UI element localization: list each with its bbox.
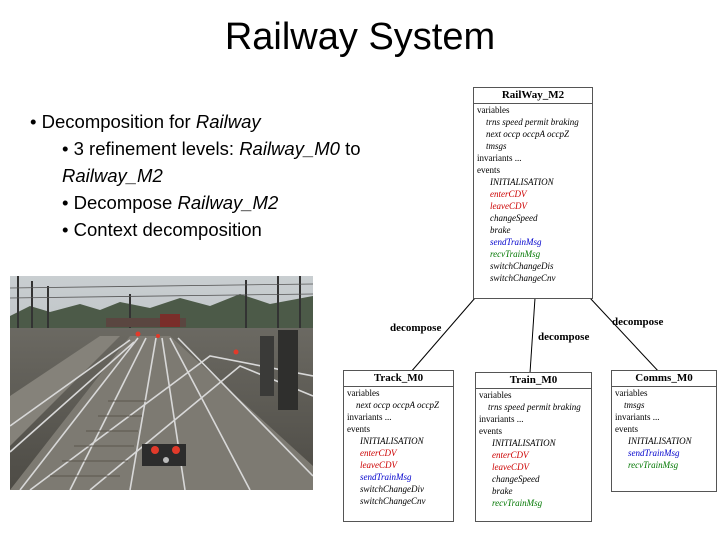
event-item: switchChangeCnv: [490, 273, 556, 283]
events-label: events: [479, 426, 502, 436]
event-item: INITIALISATION: [492, 438, 556, 448]
bullet-text: 3 refinement levels:: [73, 138, 240, 159]
variable-line: trns speed permit braking: [488, 402, 581, 412]
events-label: events: [477, 165, 500, 175]
event-item: enterCDV: [360, 448, 397, 458]
machine-box-train-m0: Train_M0 variables trns speed permit bra…: [475, 372, 592, 522]
bullet-item-2-cont: Railway_M2: [30, 162, 361, 189]
bullet-item-2: • 3 refinement levels: Railway_M0 to: [62, 138, 361, 159]
variable-line: next occp occpA occpZ: [486, 129, 570, 139]
variables-label: variables: [477, 105, 510, 115]
bullet-text: Context decomposition: [73, 219, 262, 240]
slide-title: Railway System: [224, 16, 496, 58]
machine-box-track-m0: Track_M0 variables next occp occpA occpZ…: [343, 370, 454, 522]
bullet-text: to: [339, 138, 361, 159]
event-item: brake: [490, 225, 511, 235]
invariants-label: invariants ...: [477, 153, 522, 163]
decompose-label-middle: decompose: [538, 331, 590, 343]
machine-box-railway-m2: RailWay_M2 variables trns speed permit b…: [473, 87, 593, 299]
machine-box-comms-m0: Comms_M0 variables tmsgs invariants ... …: [611, 370, 717, 492]
event-item: recvTrainMsg: [628, 460, 679, 470]
event-item: switchChangeDis: [490, 261, 554, 271]
bullet-emphasis: Railway_M2: [177, 192, 279, 213]
events-label: events: [615, 424, 638, 434]
bullet-emphasis: Railway_M2: [62, 165, 163, 186]
bullet-text: Decompose: [73, 192, 178, 213]
machine-title: Train_M0: [476, 373, 591, 389]
decompose-label-right: decompose: [612, 316, 664, 328]
event-item: enterCDV: [490, 189, 527, 199]
event-item: leaveCDV: [360, 460, 397, 470]
event-item: switchChangeCnv: [360, 496, 426, 506]
variable-line: tmsgs: [624, 400, 645, 410]
bullet-list: • Decomposition for Railway • 3 refineme…: [30, 108, 361, 243]
variable-line: tmsgs: [486, 141, 507, 151]
variables-label: variables: [347, 388, 380, 398]
event-item: brake: [492, 486, 513, 496]
event-item: switchChangeDiv: [360, 484, 424, 494]
event-item: leaveCDV: [490, 201, 527, 211]
event-item: recvTrainMsg: [492, 498, 543, 508]
connector-line-track: [409, 297, 476, 374]
variables-label: variables: [615, 388, 648, 398]
invariants-label: invariants ...: [615, 412, 660, 422]
event-item: INITIALISATION: [360, 436, 424, 446]
invariants-label: invariants ...: [479, 414, 524, 424]
event-item: changeSpeed: [492, 474, 540, 484]
event-item: sendTrainMsg: [490, 237, 542, 247]
bullet-text: Decomposition for: [41, 111, 196, 132]
event-item: recvTrainMsg: [490, 249, 541, 259]
event-item: sendTrainMsg: [628, 448, 680, 458]
railway-tracks-photo: [10, 276, 313, 490]
invariants-label: invariants ...: [347, 412, 392, 422]
bullet-item-3: • Decompose Railway_M2: [62, 192, 279, 213]
event-item: leaveCDV: [492, 462, 529, 472]
machine-title: RailWay_M2: [474, 88, 592, 104]
connector-line-train: [529, 297, 536, 374]
event-item: INITIALISATION: [628, 436, 692, 446]
event-item: enterCDV: [492, 450, 529, 460]
event-item: INITIALISATION: [490, 177, 554, 187]
decompose-label-left: decompose: [390, 322, 442, 334]
machine-title: Track_M0: [344, 371, 453, 387]
railway-photo-graphic: [10, 276, 313, 490]
variable-line: trns speed permit braking: [486, 117, 579, 127]
variable-line: next occp occpA occpZ: [356, 400, 440, 410]
bullet-emphasis: Railway_M0: [239, 138, 340, 159]
connector-line-comms: [589, 297, 661, 374]
bullet-item-1: • Decomposition for Railway: [30, 111, 261, 132]
bullet-item-4: • Context decomposition: [62, 219, 262, 240]
event-item: sendTrainMsg: [360, 472, 412, 482]
variables-label: variables: [479, 390, 512, 400]
machine-title: Comms_M0: [612, 371, 716, 387]
event-item: changeSpeed: [490, 213, 538, 223]
events-label: events: [347, 424, 370, 434]
bullet-emphasis: Railway: [195, 111, 261, 132]
